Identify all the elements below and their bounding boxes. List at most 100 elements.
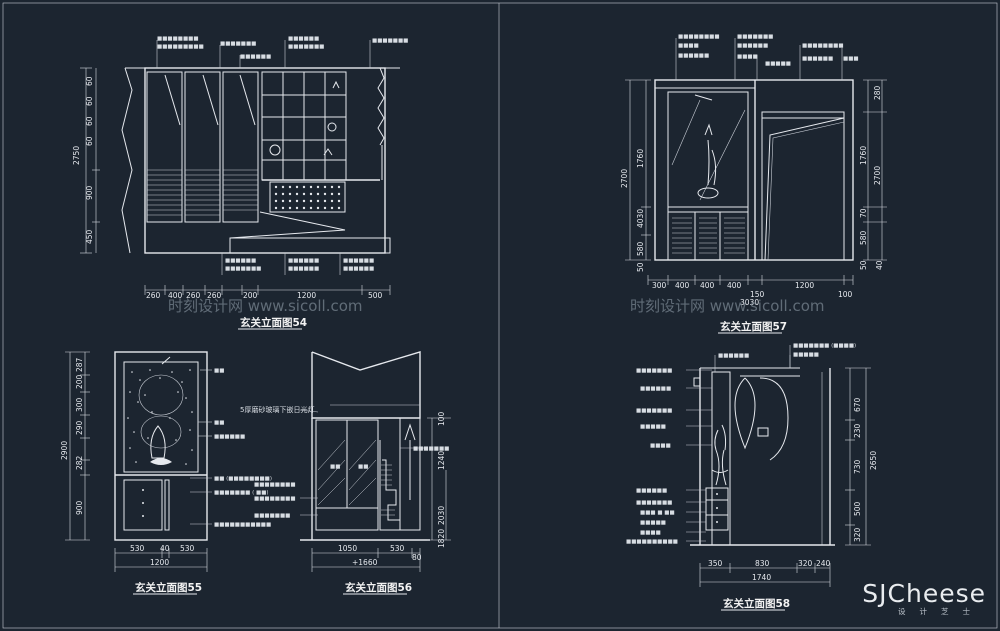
svg-text:■■■■■■: ■■■■■■ [343, 258, 374, 264]
svg-text:■■■■■■■■■: ■■■■■■■■■ [157, 44, 204, 50]
elevation-57: ■■■■■■■■■■■■■■■■■■ ■■■■■■■■■■■■■■■■■ ■■■… [620, 34, 887, 334]
svg-text:■■■■■■■: ■■■■■■■ [372, 38, 408, 44]
elev54-dim-bottom-3: 260 [207, 291, 222, 300]
svg-text:■■■■■■■■: ■■■■■■■■ [254, 482, 296, 488]
svg-text:■■■ ■ ■■: ■■■ ■ ■■ [640, 510, 675, 516]
elev58-dim-bottom-0: 350 [708, 559, 723, 568]
elevation-56: ■■■■ 5厚磨砂玻璃下嵌日光灯 ■■■■■■■■■■■■■■■■■■■■■■ … [240, 351, 451, 595]
svg-text:■■■■■■■: ■■■■■■■ [413, 446, 449, 452]
svg-text:■■ (■■■■■■■■): ■■ (■■■■■■■■) [214, 476, 272, 482]
svg-text:■■■■■: ■■■■■ [640, 520, 666, 526]
elev57-title: 玄关立面图57 [720, 320, 787, 333]
svg-text:■■■■■■: ■■■■■■ [640, 386, 671, 392]
svg-text:■■■■: ■■■■ [737, 54, 758, 60]
svg-text:■■■■■■■: ■■■■■■■ [225, 266, 261, 272]
elev57-dim-right-1: 2700 [873, 166, 882, 185]
svg-text:■■■■■■■: ■■■■■■■ [254, 513, 290, 519]
elev57-dim-bottom-5: 1200 [795, 281, 814, 290]
elev56-dim-bottom-0: 1050 [338, 544, 357, 553]
svg-text:■■■: ■■■ [843, 56, 859, 62]
svg-text:■■■■■■■■■■: ■■■■■■■■■■ [626, 539, 678, 545]
elevation-58: ■■■■■■■■■■■■■ (■■■■)■■■■■ ■■■■■■■■■■■■■■… [626, 343, 878, 611]
svg-text:■■: ■■ [358, 464, 368, 470]
elev55-dim-left-1: 287 [75, 357, 84, 372]
logo-subtext: 设计芝士 [898, 607, 984, 616]
svg-text:■■■■■■: ■■■■■■ [288, 36, 319, 42]
svg-text:■■■■■■■: ■■■■■■■ [636, 368, 672, 374]
elev57-dim-right-2: 1760 [859, 146, 868, 165]
elev58-dim-bottom-1: 830 [755, 559, 770, 568]
svg-text:■■■■■■■■: ■■■■■■■■ [157, 36, 199, 42]
svg-text:■■■■■: ■■■■■ [793, 352, 819, 358]
logo-text: SJCheese [862, 579, 986, 608]
elev55-dim-left-0: 2900 [60, 441, 69, 460]
svg-text:■■■■■■: ■■■■■■ [718, 353, 749, 359]
elev55-dim-left-5: 282 [75, 455, 84, 470]
elev55-dim-bottom-3: 1200 [150, 558, 169, 567]
elev54-dim-bottom-6: 500 [368, 291, 383, 300]
svg-text:■■: ■■ [330, 464, 340, 470]
elev55-dim-left-3: 300 [75, 397, 84, 412]
elev57-dim-total: 3030 [740, 298, 759, 307]
svg-text:■■■■■■: ■■■■■■ [288, 258, 319, 264]
svg-text:■■■■■■: ■■■■■■ [678, 53, 709, 59]
elev57-dim-bottom-4: 150 [750, 290, 765, 299]
svg-text:■■■■■■■■: ■■■■■■■■ [254, 496, 296, 502]
watermark-right: 时刻设计网 www.sicoll.com [630, 297, 825, 315]
svg-text:■■■■: ■■■■ [640, 530, 661, 536]
svg-text:■■■■■■■: ■■■■■■■ [636, 408, 672, 414]
svg-text:■■■■■■: ■■■■■■ [225, 258, 256, 264]
elev55-dim-bottom-2: 530 [180, 544, 195, 553]
svg-text:■■■■■■■■■■■: ■■■■■■■■■■■ [214, 522, 271, 528]
elev58-dim-right-1: 230 [853, 423, 862, 438]
elev55-dim-bottom-1: 40 [160, 544, 170, 553]
svg-text:■■■■■■■: ■■■■■■■ [636, 500, 672, 506]
elev58-dim-right-4: 320 [853, 527, 862, 542]
svg-text:■■■■: ■■■■ [678, 43, 699, 49]
elev57-dim-left-3: 580 [636, 241, 645, 256]
elev57-dim-right-3: 70 [859, 208, 868, 218]
svg-text:■■■■■■■: ■■■■■■■ [220, 41, 256, 47]
svg-text:■■■■■■: ■■■■■■ [636, 488, 667, 494]
elev55-dim-left-2: 200 [75, 374, 84, 389]
svg-text:■■■■■■: ■■■■■■ [737, 43, 768, 49]
svg-text:■■■■■■■: ■■■■■■■ [737, 34, 773, 40]
svg-text:■■■■■■■: ■■■■■■■ [288, 44, 324, 50]
svg-text:■■■■■■: ■■■■■■ [802, 56, 833, 62]
elevation-55: ■■■■■■■■■■ ■■ (■■■■■■■■)■■■■■■■ ( ■■)■■■… [60, 351, 272, 595]
svg-text:60: 60 [85, 136, 94, 146]
svg-text:■■: ■■ [214, 420, 224, 426]
svg-text:■■■■■■: ■■■■■■ [240, 54, 271, 60]
elev57-dim-bottom-1: 400 [675, 281, 690, 290]
svg-text:■■■■■■■ (■■■■): ■■■■■■■ (■■■■) [793, 343, 856, 349]
svg-text:■■■■■■: ■■■■■■ [214, 434, 245, 440]
elev57-dim-bottom-3: 400 [727, 281, 742, 290]
elevation-54: ■■■■■■■■■■■■■■■■■ ■■■■■■■■■■■■■ ■■■■■■■■… [72, 36, 408, 330]
svg-text:■■■■■■■■: ■■■■■■■■ [678, 34, 720, 40]
svg-text:■■■■■: ■■■■■ [765, 61, 791, 67]
svg-text:■■■■■: ■■■■■ [640, 424, 666, 430]
svg-text:■■: ■■ [214, 368, 224, 374]
elev57-dim-left-2: 4030 [636, 209, 645, 228]
elev56-dim-right-1: 1240 [437, 451, 446, 470]
svg-text:■■■■■■: ■■■■■■ [288, 266, 319, 272]
brand-logo: SJCheese 设计芝士 [816, 579, 986, 617]
elev56-title: 玄关立面图56 [345, 581, 412, 594]
elev57-dim-bottom-6: 100 [838, 290, 853, 299]
elev57-dim-right-4: 580 [859, 230, 868, 245]
elev54-dim-left-1: 900 [85, 185, 94, 200]
elev58-dim-right-0: 670 [853, 397, 862, 412]
elev54-dim-bottom-4: 200 [243, 291, 258, 300]
elev58-dim-bottom-3: 240 [816, 559, 831, 568]
watermark-left: 时刻设计网 www.sicoll.com [168, 297, 363, 315]
elev56-dim-bottom-3: +1660 [352, 558, 378, 567]
elev57-dim-left-1: 1760 [636, 149, 645, 168]
elev57-dim-bottom-0: 300 [652, 281, 667, 290]
elev54-dim-left-0: 2750 [72, 146, 81, 165]
svg-text:■■■■■■■ ( ■■): ■■■■■■■ ( ■■) [214, 490, 269, 496]
svg-text:■■■■■■■■: ■■■■■■■■ [802, 43, 844, 49]
elev54-title: 玄关立面图54 [240, 316, 307, 329]
elev54-dim-bottom-1: 400 [168, 291, 183, 300]
elev55-dim-bottom-0: 530 [130, 544, 145, 553]
